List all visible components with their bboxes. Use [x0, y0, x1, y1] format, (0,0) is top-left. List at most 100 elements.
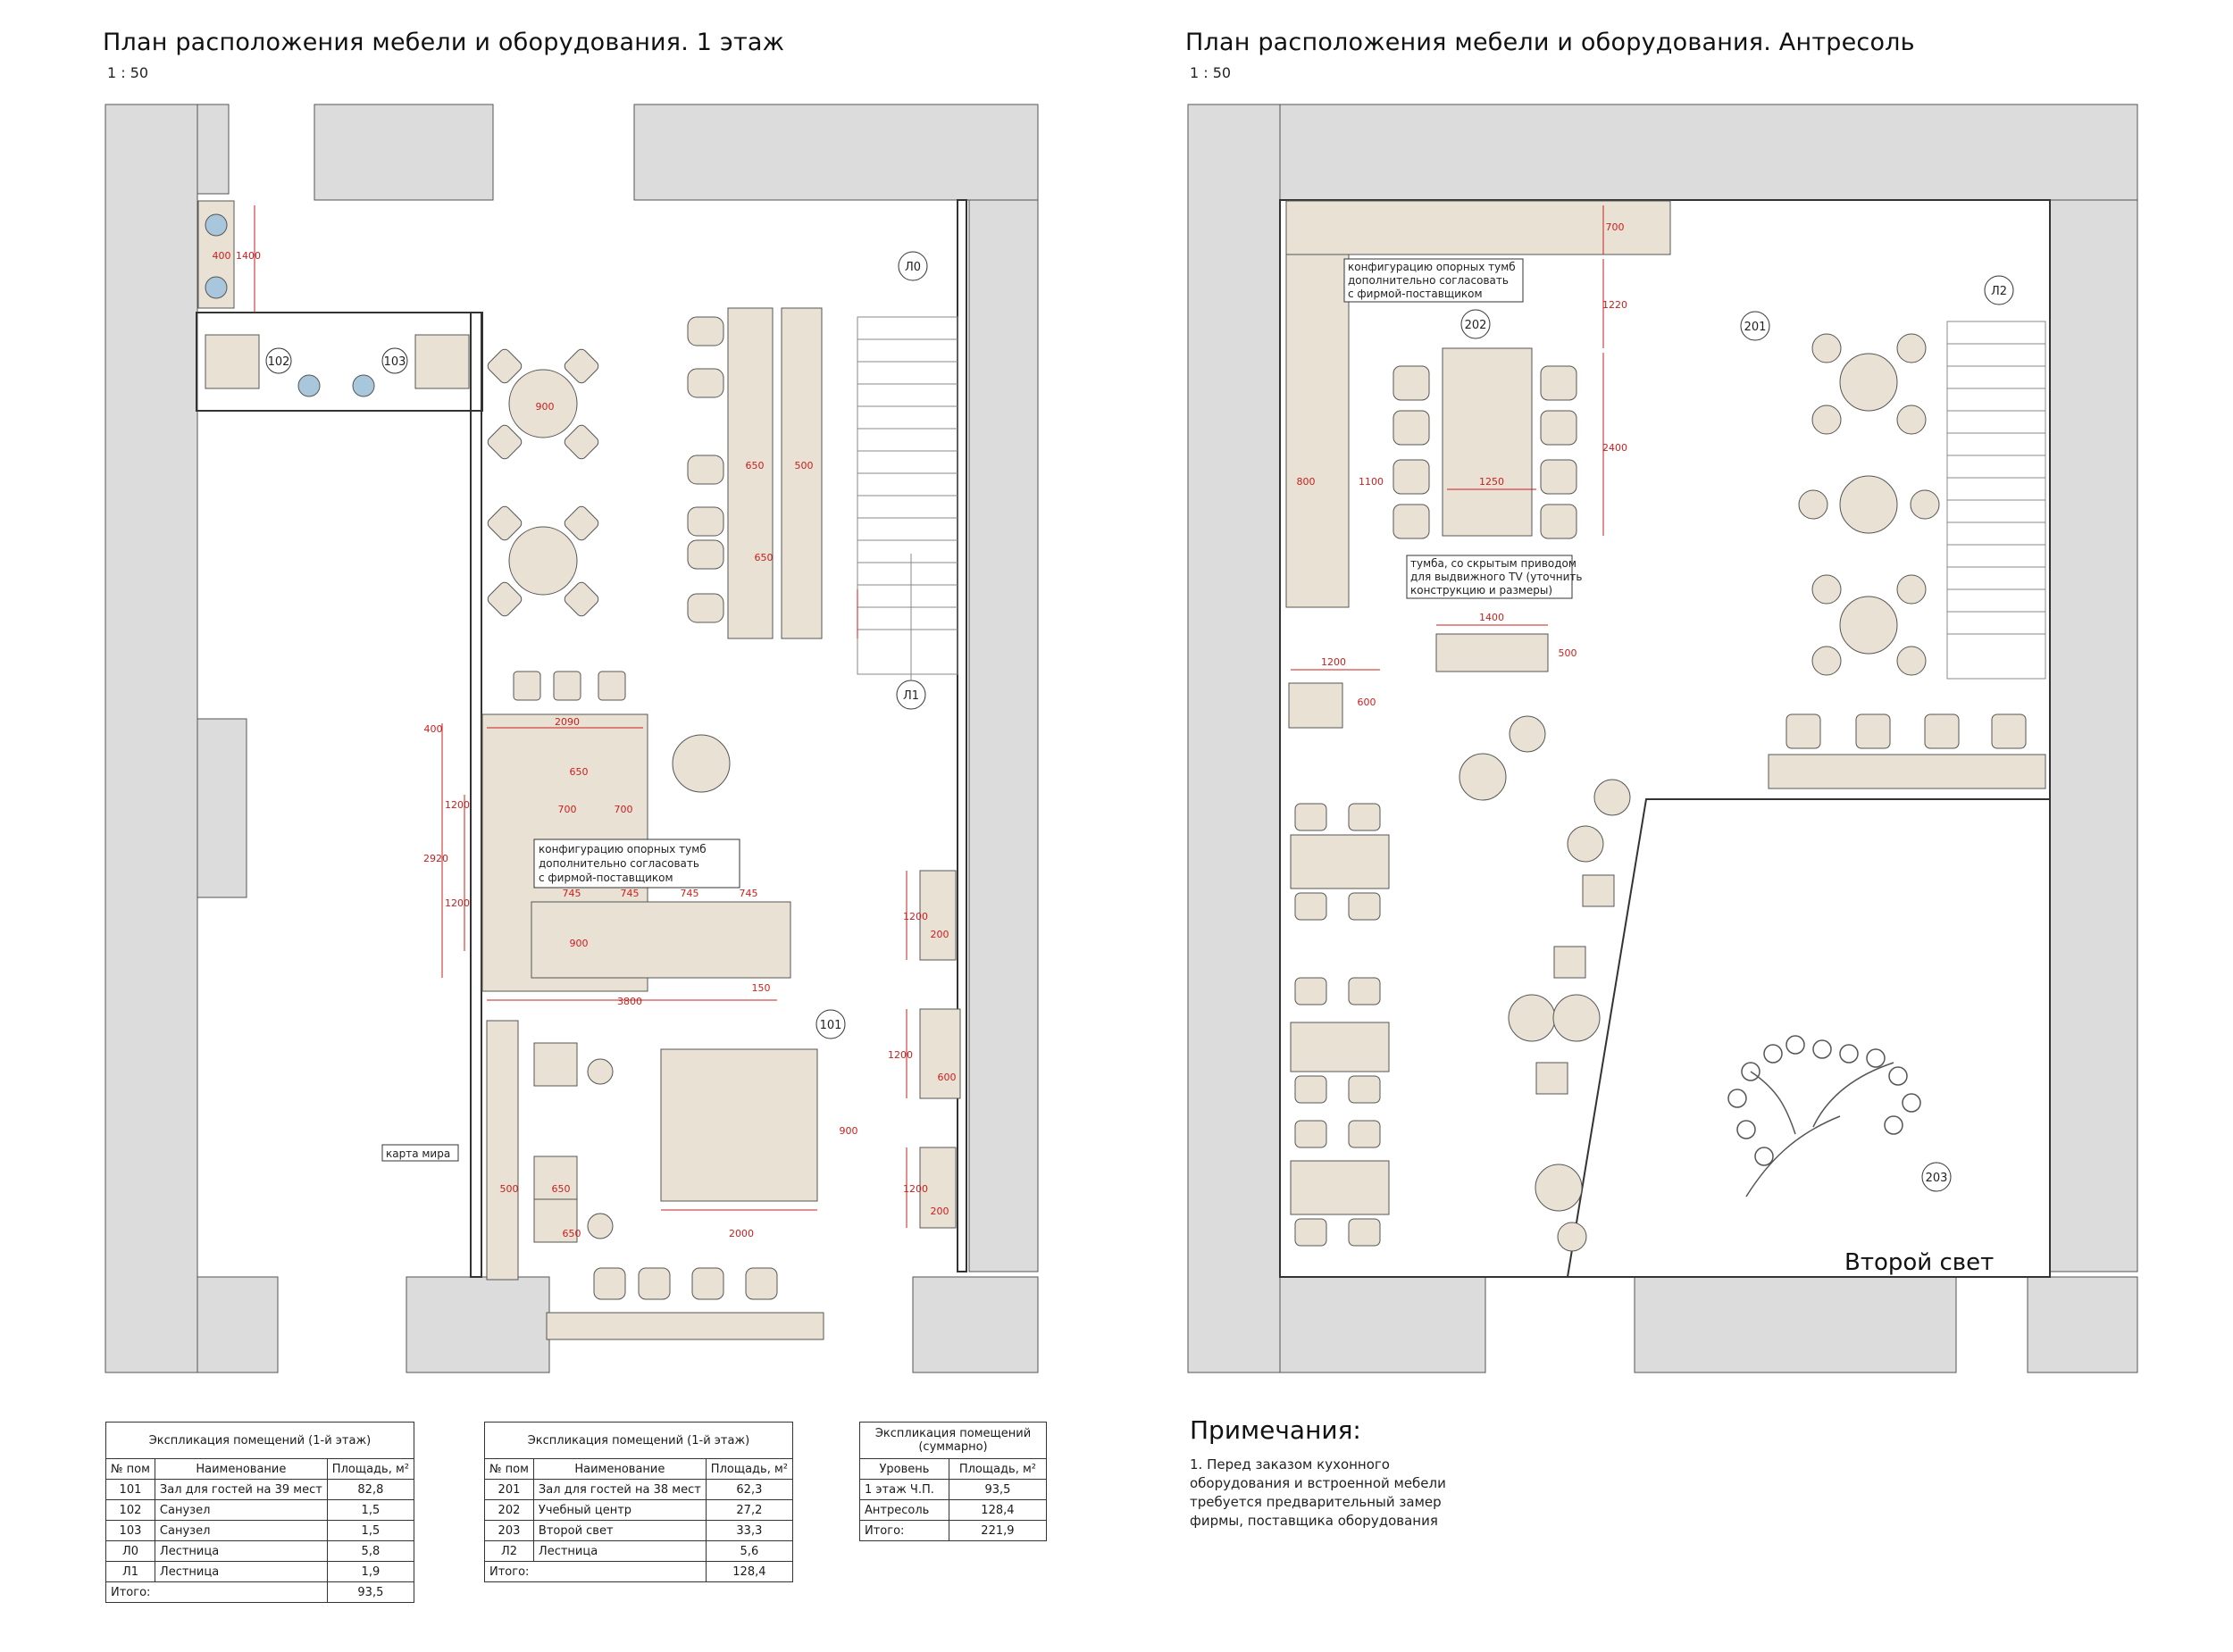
room-203-label: 203 [1926, 1172, 1948, 1185]
bar-counter2 [1768, 754, 2046, 789]
dim-745-c: 745 [681, 888, 699, 899]
dim-200-a: 200 [931, 929, 949, 940]
stairs-L2 [1946, 321, 2046, 680]
room-L1-label: Л1 [903, 689, 919, 703]
wall2-left [1187, 104, 1281, 1373]
wall-left [105, 104, 198, 1373]
plan2-scale: 1 : 50 [1190, 64, 1232, 81]
table-round-1 [487, 348, 599, 460]
wall-bottom-left [197, 1276, 279, 1373]
wc-102-toilet [205, 334, 260, 389]
dim-1200-d: 1200 [888, 1049, 913, 1061]
dim-745-d: 745 [740, 888, 758, 899]
bench-left [486, 1020, 519, 1281]
dim-1400: 1400 [236, 250, 261, 262]
dim-650-b: 650 [755, 552, 774, 563]
table-row: 1 этаж Ч.П.93,5 [859, 1479, 1048, 1500]
room-101-label: 101 [820, 1019, 842, 1032]
dim-900-b: 900 [570, 938, 589, 949]
dim-150: 150 [752, 982, 771, 994]
table2-caption: Экспликация помещений (1-й этаж) [484, 1422, 793, 1459]
plan1-drawing: 102 103 Л0 Л1 101 [105, 104, 1039, 1373]
room-102-label: 102 [268, 355, 290, 369]
dim-1200-a: 1200 [445, 799, 470, 811]
dim2-1400: 1400 [1479, 612, 1504, 623]
notes-text: 1. Перед заказом кухонного оборудования … [1190, 1456, 1446, 1529]
bar-table-right [781, 307, 823, 639]
table3-total: 221,9 [948, 1520, 1048, 1541]
dim-400: 400 [213, 250, 231, 262]
room-103-label: 103 [384, 355, 406, 369]
wc-103-toilet [414, 334, 470, 389]
dim2-1200: 1200 [1321, 656, 1346, 668]
tree-icon [1727, 1035, 1921, 1197]
table1-caption: Экспликация помещений (1-й этаж) [105, 1422, 414, 1459]
dim-500: 500 [795, 460, 814, 471]
table2-header: Наименование [532, 1458, 707, 1480]
table3-header: Уровень [859, 1458, 949, 1480]
dim2-500: 500 [1559, 647, 1577, 659]
table-3: Экспликация помещений(суммарно) Уровень … [859, 1422, 1048, 1541]
dim2-600: 600 [1358, 697, 1376, 708]
dim2-1220: 1220 [1602, 299, 1627, 311]
plan1-title: План расположения мебели и оборудования.… [103, 29, 785, 56]
dim-1200-e: 1200 [903, 1183, 928, 1195]
dim-745-a: 745 [563, 888, 581, 899]
stairs-L0 [857, 316, 958, 680]
wc-block [196, 312, 483, 412]
wall2-top [1279, 104, 2138, 201]
plan2-title: План расположения мебели и оборудования.… [1185, 29, 1915, 56]
dim-650-d: 650 [552, 1183, 571, 1195]
dim-650-c: 650 [570, 766, 589, 778]
label-world-map: карта мира [386, 1147, 450, 1160]
dim-900: 900 [536, 401, 555, 413]
wall-pier [197, 718, 247, 898]
dim-900-c: 900 [840, 1125, 858, 1137]
dim-2090: 2090 [555, 716, 580, 728]
dim-2000: 2000 [729, 1228, 754, 1239]
dim-2920: 2920 [423, 853, 448, 864]
plan2-drawing: 202 201 Л2 203 700 1220 2400 1250 1100 8… [1187, 104, 2138, 1373]
room-202-label: 202 [1465, 319, 1487, 332]
dim-650-a: 650 [746, 460, 765, 471]
partition-vertical [470, 312, 482, 1278]
kitchen-island [531, 901, 791, 979]
table1-header: Площадь, м² [326, 1458, 414, 1480]
table3-caption: Экспликация помещений(суммарно) [859, 1422, 1047, 1459]
tv-note-line1: тумба, со скрытым приводом [1410, 557, 1576, 570]
kitchen-note-line2: дополнительно согласовать [539, 857, 699, 870]
wall-top-mid [314, 104, 494, 201]
lounge-area [660, 1048, 818, 1202]
dim-650-e: 650 [563, 1228, 581, 1239]
wall-top-left [197, 104, 230, 195]
dim-500-b: 500 [500, 1183, 519, 1195]
wall2-bottom-mid [1634, 1276, 1957, 1373]
dim-1200-c: 1200 [903, 911, 928, 922]
second-light-void [1566, 798, 2051, 1278]
dim2-800: 800 [1297, 476, 1316, 488]
dim-200-b: 200 [931, 1206, 949, 1217]
table2-total-label: Итого: [484, 1561, 707, 1582]
classroom-note-line3: с фирмой-поставщиком [1348, 288, 1483, 300]
wall-bottom-right [912, 1276, 1039, 1373]
bar-table-left [727, 307, 774, 639]
kitchen-note-line3: с фирмой-поставщиком [539, 872, 673, 884]
classroom-note-line1: конфигурацию опорных тумб [1348, 261, 1516, 273]
kitchen-note-line1: конфигурацию опорных тумб [539, 843, 707, 855]
table-round-2 [487, 505, 599, 617]
bench-bottom [546, 1312, 824, 1340]
notes-title: Примечания: [1190, 1415, 1361, 1445]
dim-400-b: 400 [424, 723, 443, 735]
wall-bottom-mid [406, 1276, 550, 1373]
table1-total: 93,5 [326, 1581, 414, 1603]
table3-total-label: Итого: [859, 1520, 949, 1541]
